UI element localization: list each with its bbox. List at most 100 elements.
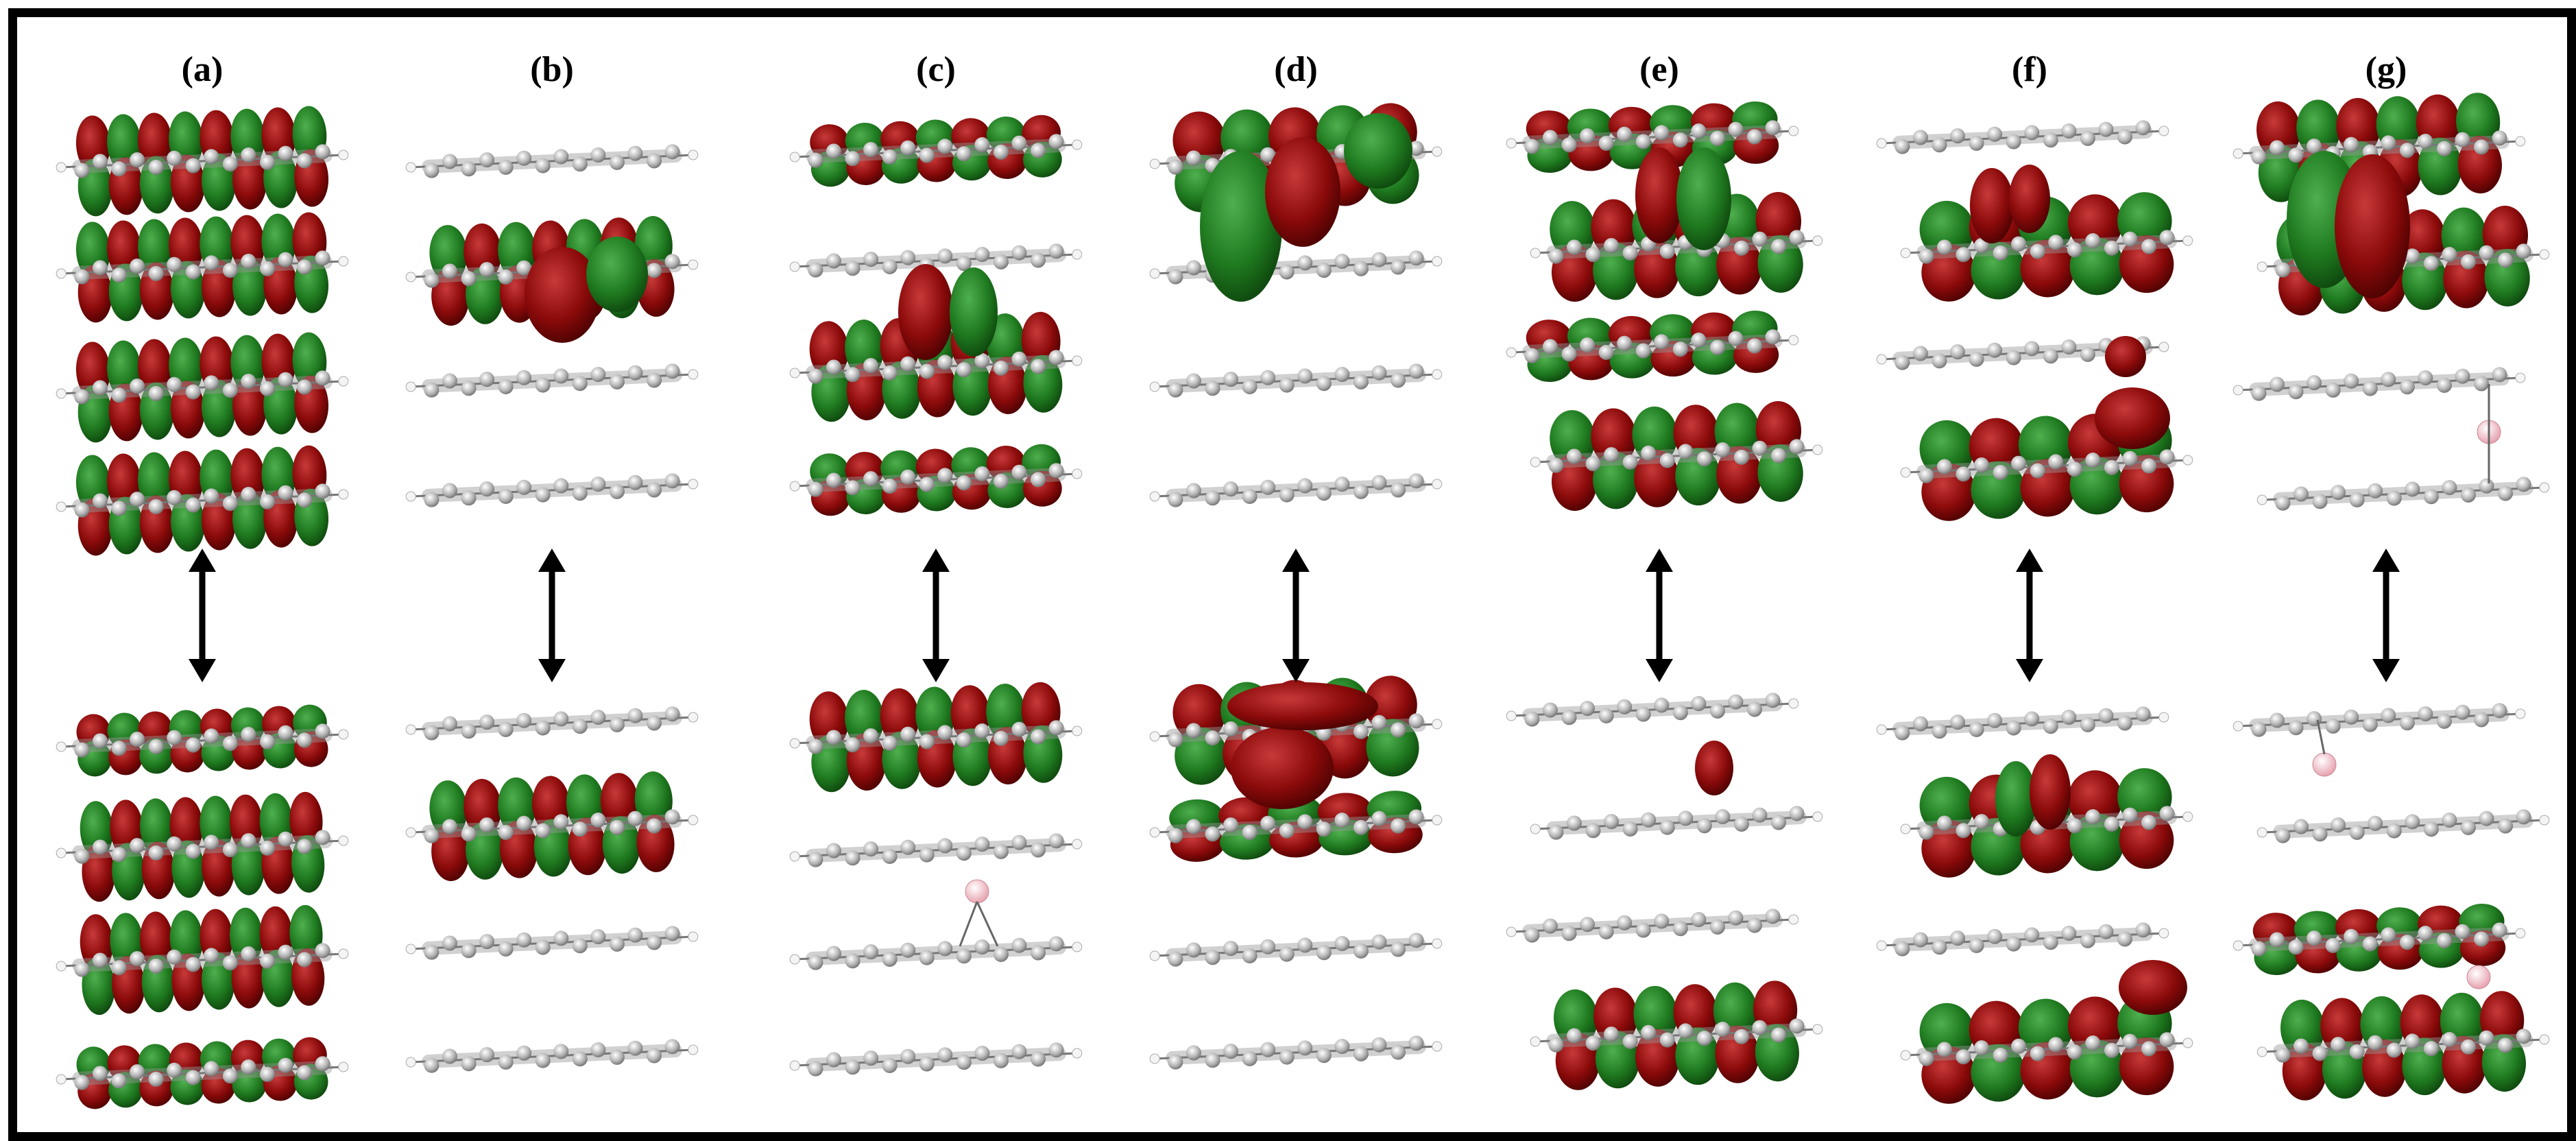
carbon-atom xyxy=(535,939,551,955)
carbon-atom xyxy=(1598,924,1614,939)
carbon-atom xyxy=(2368,815,2383,831)
sheet-axis xyxy=(1156,260,1436,275)
carbon-atom xyxy=(1936,1042,1952,1057)
panel-d: (d) xyxy=(1149,50,1443,1070)
carbon-atom xyxy=(1048,243,1064,259)
sheet-axis xyxy=(62,1066,342,1081)
sheet-axis xyxy=(412,373,692,388)
carbon-atom xyxy=(2024,125,2040,141)
carbon-atom xyxy=(1316,821,1332,837)
hydrogen-atom xyxy=(56,388,67,399)
carbon-atom xyxy=(1747,917,1763,933)
carbon-atom xyxy=(2455,368,2470,384)
orbital-lobe xyxy=(140,798,173,856)
orbital-lobe xyxy=(2119,235,2174,293)
carbon-atom xyxy=(1185,723,1201,738)
carbon-atom xyxy=(609,374,625,389)
orbital-lobe xyxy=(139,1070,174,1107)
hydrogen-atom xyxy=(2232,385,2243,396)
hydrogen-atom xyxy=(688,149,699,160)
carbon-atom xyxy=(1950,128,1966,144)
carbon-atom xyxy=(1048,833,1064,849)
carbon-atom xyxy=(315,723,330,739)
carbon-atom xyxy=(2436,933,2452,948)
carbon-atom xyxy=(2312,494,2328,509)
hydrogen-atom xyxy=(1432,938,1443,949)
carbon-atom xyxy=(553,368,569,384)
carbon-atom xyxy=(2269,712,2285,728)
carbon-atom xyxy=(882,1057,898,1073)
molecule-sheet xyxy=(789,350,1083,384)
carbon-atom xyxy=(1580,337,1596,353)
molecule-sheet xyxy=(2232,922,2526,957)
carbon-atom xyxy=(2386,823,2402,839)
arrow-head-up xyxy=(1646,549,1673,572)
orbital-lobe xyxy=(2252,913,2298,949)
carbon-atom xyxy=(74,269,90,285)
carbon-atom xyxy=(1205,826,1220,842)
carbon-atom xyxy=(1691,696,1707,712)
hydrogen-atom xyxy=(2182,235,2193,246)
sheet-axis xyxy=(796,253,1076,268)
orbital-lobes xyxy=(1550,400,1803,512)
carbon-atom xyxy=(937,468,953,483)
carbon-atom xyxy=(1752,440,1768,456)
carbon-atom xyxy=(590,710,606,725)
carbon-atom xyxy=(647,263,662,278)
sheet-axis xyxy=(412,483,692,498)
carbon-atom xyxy=(1955,1049,1971,1065)
carbon-atom xyxy=(479,817,495,833)
hydrogen-atom xyxy=(2232,940,2243,951)
carbon-atom xyxy=(1955,466,1971,482)
carbon-atom xyxy=(1185,260,1201,276)
carbon-atom xyxy=(2122,807,2138,823)
carbon-atom xyxy=(1585,456,1601,472)
carbon-atom xyxy=(1548,1037,1564,1053)
carbon-atom xyxy=(993,730,1009,746)
orbital-lobe xyxy=(2457,136,2502,194)
carbon-atom xyxy=(167,376,182,392)
hydrogen-atom xyxy=(338,376,349,387)
carbon-atom xyxy=(204,375,219,391)
carbon-atom xyxy=(1691,123,1707,139)
carbon-atom xyxy=(1635,343,1651,359)
carbon-atom xyxy=(2141,458,2157,474)
carbon-atom xyxy=(516,260,532,276)
carbon-atom xyxy=(956,732,972,748)
carbon-atom xyxy=(1969,721,1984,737)
carbon-atom xyxy=(1566,1028,1582,1044)
carbon-atom xyxy=(1334,813,1350,828)
molecule-sheet xyxy=(1506,693,1799,727)
carbon-atom xyxy=(442,819,457,834)
molecule-sheet xyxy=(405,809,699,843)
carbon-atom xyxy=(609,717,625,732)
carbon-atom xyxy=(974,137,990,153)
hydrogen-atom xyxy=(1149,950,1160,961)
hydrogen-atom xyxy=(1432,479,1443,490)
carbon-atom xyxy=(185,384,201,400)
carbon-atom xyxy=(1408,363,1424,379)
carbon-atom xyxy=(424,1057,440,1073)
sheet-axis xyxy=(1907,239,2187,254)
carbon-atom xyxy=(222,842,238,858)
orbital-lobe xyxy=(1919,776,1975,834)
hydrogen-atom xyxy=(688,931,699,942)
carbon-atom xyxy=(2006,720,2021,736)
carbon-atom xyxy=(1260,370,1276,385)
carbon-atom xyxy=(92,1066,108,1081)
carbon-atom xyxy=(627,708,643,723)
carbon-atom xyxy=(1168,828,1183,843)
panel-f: (f) xyxy=(1876,50,2193,1104)
carbon-atom xyxy=(2135,922,2151,938)
orbital-lobe xyxy=(1733,128,1779,164)
panel-label: (e) xyxy=(1639,50,1679,89)
carbon-atom xyxy=(297,153,313,169)
carbon-atom xyxy=(609,154,625,170)
carbon-atom xyxy=(1334,254,1350,269)
orbital-lobe xyxy=(429,780,468,839)
carbon-atom xyxy=(1031,143,1046,158)
carbon-atom xyxy=(1548,824,1564,840)
carbon-atom xyxy=(2474,931,2490,947)
orbital-lobe xyxy=(2119,455,2174,513)
carbon-atom xyxy=(1316,1048,1332,1064)
